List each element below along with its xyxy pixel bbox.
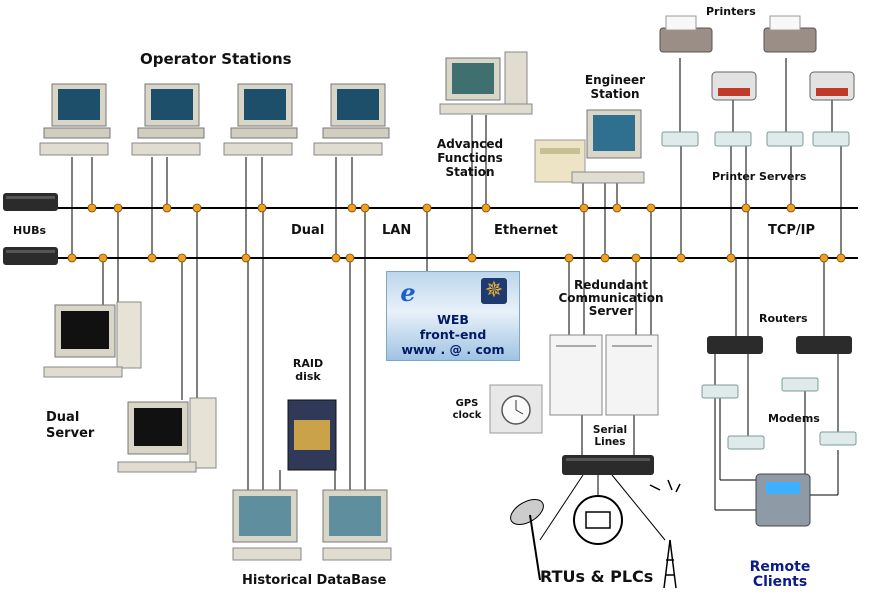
web-title: WEB [437, 312, 469, 327]
hub-icon [3, 193, 58, 265]
hubs-label: HUBs [13, 224, 47, 237]
computer-icon [232, 489, 302, 561]
serial-lines-label: Serial Lines [592, 424, 628, 449]
dual-label: Dual [291, 223, 325, 238]
raid-disk-label: RAID disk [292, 357, 324, 383]
web-frontend-box: e ✵ WEB front-end www . @ . com [386, 271, 520, 361]
dual-server-label: Dual Server [46, 410, 95, 441]
computer-icon [131, 83, 205, 156]
satellite-dish-icon [510, 499, 544, 581]
computer-icon [313, 83, 390, 156]
ethernet-label: Ethernet [494, 223, 558, 238]
web-frontend-text: front-end [419, 327, 487, 342]
redundant-server-label: Redundant Communication Server [558, 278, 664, 319]
printer-icon [659, 15, 855, 101]
computer-icon [43, 301, 142, 378]
raid-disk-icon [287, 399, 337, 471]
computer-icon [322, 489, 392, 561]
computer-icon [534, 109, 645, 184]
printers-label: Printers [706, 5, 756, 18]
gps-clock-label: GPS clock [452, 398, 482, 421]
web-url: www . @ . com [401, 342, 505, 357]
operator-stations [39, 83, 390, 156]
remote-clients-label: Remote Clients [749, 559, 811, 591]
gps-clock-icon [489, 384, 543, 434]
lan-bus [55, 207, 858, 259]
bus-junctions [67, 203, 846, 263]
computer-icon [39, 83, 111, 156]
computer-icon [117, 397, 217, 473]
print-server-icon [661, 131, 850, 147]
lan-label: LAN [382, 223, 412, 238]
phone-icon [755, 473, 811, 527]
historical-database-label: Historical DataBase [242, 573, 387, 588]
rtus-plcs-label: RTUs & PLCs [540, 567, 654, 586]
router-icon [562, 455, 654, 475]
tcpip-label: TCP/IP [768, 223, 816, 238]
routers-label: Routers [759, 312, 808, 325]
phone-icon [573, 495, 623, 545]
helm-wheel-icon: ✵ [481, 278, 507, 304]
ie-logo-icon: e [400, 278, 416, 307]
operator-stations-label: Operator Stations [140, 50, 292, 68]
connection-lines [71, 58, 842, 541]
computer-icon [439, 51, 533, 115]
engineer-station-label: Engineer Station [584, 73, 646, 101]
server-tower-icon [549, 334, 659, 416]
radio-tower-icon [649, 479, 681, 589]
modems-label: Modems [768, 412, 820, 425]
advanced-functions-label: Advanced Functions Station [436, 137, 504, 179]
computer-icon [223, 83, 298, 156]
printer-servers-label: Printer Servers [712, 170, 807, 183]
modem-icon [701, 377, 857, 450]
historical-database [232, 489, 392, 561]
router-icon [707, 336, 852, 354]
dual-server [43, 301, 217, 473]
